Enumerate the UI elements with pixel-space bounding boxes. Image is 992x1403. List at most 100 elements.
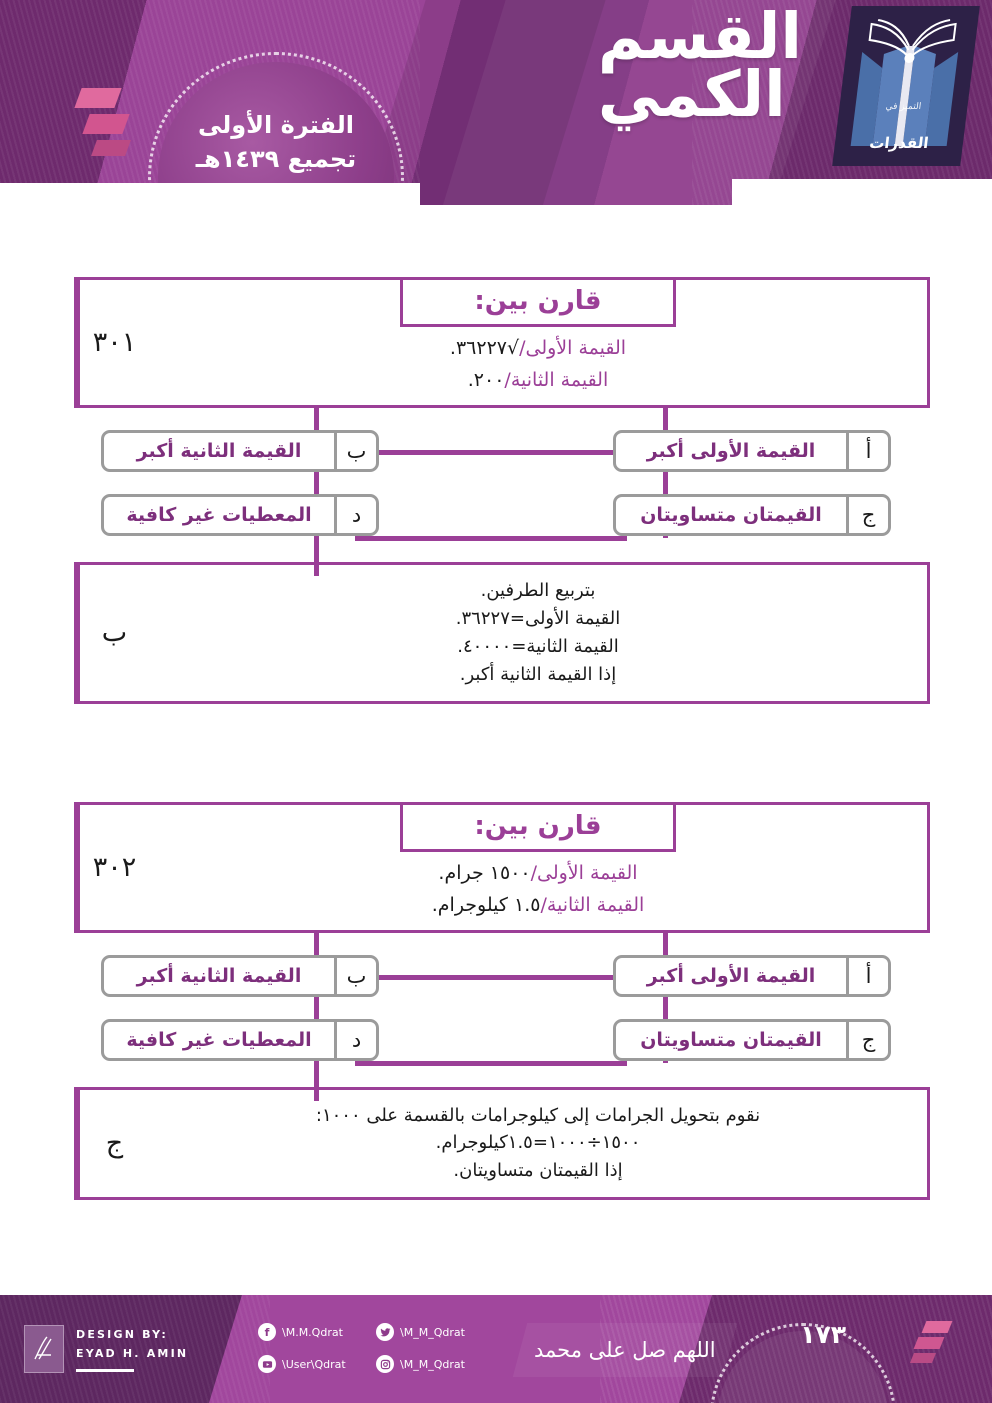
connector-vertical-left-302: [314, 932, 319, 963]
value-first-line-302: القيمة الأولى/١٥٠٠ جرام.: [149, 862, 927, 884]
compare-label-302: قارن بين:: [400, 801, 676, 852]
value-first-label-301: القيمة الأولى/: [519, 337, 627, 359]
question-block-301: قارن بين: القيمة الأولى/√٣٦٢٢٧. القيمة ا…: [62, 277, 930, 704]
page-title: القسم الكمي: [597, 0, 803, 131]
connector-vertical-bottom-301: [314, 536, 319, 576]
footer-chevron-1: [921, 1321, 953, 1333]
question-block-302: قارن بين: القيمة الأولى/١٥٠٠ جرام. القيم…: [62, 801, 930, 1201]
option-a-302[interactable]: أ القيمة الأولى أكبر: [613, 954, 891, 997]
question-prompt-302: قارن بين: القيمة الأولى/١٥٠٠ جرام. القيم…: [74, 801, 930, 933]
answer-line-2-301: القيمة الأولى=٣٦٢٢٧.: [455, 607, 621, 629]
connector-horizontal-row1-301: [355, 450, 627, 455]
header-chevron-1: [74, 88, 122, 108]
option-a-text-301: القيمة الأولى أكبر: [646, 440, 816, 462]
option-row-2-301: ج القيمتان متساويتان د المعطيات غير كافي…: [101, 494, 891, 536]
value-first-line-301: القيمة الأولى/√٣٦٢٢٧.: [149, 337, 927, 359]
main-content: قارن بين: القيمة الأولى/√٣٦٢٢٧. القيمة ا…: [0, 277, 992, 1201]
twitter-bird-glyph: [379, 1327, 391, 1336]
value-second-label-302: القيمة الثانية/: [540, 893, 645, 916]
designer-name: EYAD H. AMIN: [76, 1346, 189, 1360]
option-b-letter-301: ب: [334, 433, 376, 469]
option-a-301[interactable]: أ القيمة الأولى أكبر: [613, 430, 891, 472]
connector-vertical-bottom-302: [314, 1060, 319, 1101]
page-title-line1: القسم: [597, 0, 803, 73]
option-d-letter-301: د: [334, 497, 376, 533]
value-second-301: ٢٠٠: [473, 369, 505, 391]
value-first-suffix-302: .: [438, 861, 445, 884]
twitter-icon: [376, 1323, 394, 1341]
youtube-play-glyph: [262, 1360, 272, 1368]
design-by-label: DESIGN BY:: [76, 1327, 168, 1341]
value-first-302: ١٥٠٠ جرام: [444, 861, 531, 884]
option-b-text-301: القيمة الثانية أكبر: [136, 440, 302, 462]
value-second-line-302: القيمة الثانية/١.٥ كيلوجرام.: [149, 894, 927, 916]
header-subtitle-line1: الفترة الأولى: [197, 111, 355, 139]
instagram-camera-glyph: [380, 1359, 390, 1369]
social-twitter[interactable]: \M_M_Qdrat: [376, 1323, 494, 1341]
youtube-icon: [258, 1355, 276, 1373]
answer-letter-301: ب: [77, 565, 149, 701]
option-c-302[interactable]: ج القيمتان متساويتان: [613, 1018, 891, 1061]
value-second-suffix-301: .: [467, 369, 474, 391]
social-youtube[interactable]: \User\Qdrat: [258, 1355, 376, 1373]
social-links: f \M.M.Qdrat \M_M_Qdrat \User\Qdrat: [258, 1323, 494, 1373]
value-first-label-302: القيمة الأولى/: [530, 861, 638, 884]
social-twitter-handle: \M_M_Qdrat: [400, 1325, 465, 1339]
social-facebook[interactable]: f \M.M.Qdrat: [258, 1323, 376, 1341]
brand-logo: التميز في القدرات: [832, 6, 980, 166]
instagram-icon: [376, 1355, 394, 1373]
compare-label-301: قارن بين:: [400, 277, 676, 327]
designer-rule: [76, 1369, 134, 1373]
facebook-icon: f: [258, 1323, 276, 1341]
answer-box-302: نقوم بتحويل الجرامات إلى كيلوجرامات بالق…: [74, 1086, 930, 1201]
connector-horizontal-row2-301: [355, 536, 627, 541]
option-b-letter-302: ب: [334, 957, 376, 994]
header-notch-right: [732, 179, 992, 205]
option-c-301[interactable]: ج القيمتان متساويتان: [613, 494, 891, 536]
header-chevron-3: [91, 140, 131, 156]
option-a-text-302: القيمة الأولى أكبر: [646, 964, 816, 987]
value-second-line-301: القيمة الثانية/٢٠٠.: [149, 369, 927, 391]
option-d-text-301: المعطيات غير كافية: [126, 504, 312, 526]
option-a-letter-301: أ: [846, 433, 888, 469]
question-prompt-body-302: قارن بين: القيمة الأولى/١٥٠٠ جرام. القيم…: [149, 801, 927, 930]
option-c-text-302: القيمتان متساويتان: [640, 1028, 822, 1051]
answer-line-1-301: بتربيع الطرفين.: [480, 580, 596, 601]
social-youtube-handle: \User\Qdrat: [282, 1357, 346, 1371]
footer-chevron-3: [909, 1353, 937, 1363]
option-d-letter-302: د: [334, 1021, 376, 1058]
designer-monogram-icon: [34, 1336, 52, 1360]
option-row-2-302: ج القيمتان متساويتان د المعطيات غير كافي…: [101, 1018, 891, 1061]
option-d-302[interactable]: د المعطيات غير كافية: [101, 1018, 379, 1061]
header-subtitle: الفترة الأولى تجميع ١٤٣٩هـ: [150, 108, 402, 176]
header-chevron-2: [82, 114, 130, 134]
question-prompt-301: قارن بين: القيمة الأولى/√٣٦٢٢٧. القيمة ا…: [74, 277, 930, 408]
option-a-letter-302: أ: [846, 957, 888, 994]
question-prompt-body-301: قارن بين: القيمة الأولى/√٣٦٢٢٧. القيمة ا…: [149, 277, 927, 405]
designer-credit: DESIGN BY: EYAD H. AMIN: [24, 1325, 188, 1373]
page-footer: ١٧٣ اللهم صل على محمد f \M.M.Qdrat \M_M_…: [0, 1295, 992, 1403]
connector-horizontal-row1-302: [355, 974, 627, 980]
connector-vertical-right-301: [663, 408, 668, 438]
calligraphy-panel: اللهم صل على محمد: [512, 1323, 738, 1377]
page-number: ١٧٣: [800, 1320, 846, 1349]
answer-line-1-302: نقوم بتحويل الجرامات إلى كيلوجرامات بالق…: [315, 1104, 761, 1126]
option-b-302[interactable]: ب القيمة الثانية أكبر: [101, 954, 379, 997]
logo-caption-small: التميز في: [885, 102, 922, 112]
option-b-301[interactable]: ب القيمة الثانية أكبر: [101, 430, 379, 472]
connector-vertical-right-302: [663, 932, 668, 963]
value-second-label-301: القيمة الثانية/: [504, 369, 609, 391]
option-d-301[interactable]: د المعطيات غير كافية: [101, 494, 379, 536]
question-number-301: ٣٠١: [77, 280, 149, 405]
answer-letter-302: ج: [77, 1089, 149, 1198]
header-notch-left: [0, 183, 420, 205]
connector-vertical-left-301: [314, 408, 319, 438]
option-c-letter-301: ج: [846, 497, 888, 533]
answer-line-4-301: إذا القيمة الثانية أكبر.: [459, 663, 617, 685]
social-facebook-handle: \M.M.Qdrat: [282, 1325, 343, 1339]
question-number-302: ٣٠٢: [77, 804, 149, 930]
social-instagram[interactable]: \M_M_Qdrat: [376, 1355, 494, 1373]
footer-chevron-2: [913, 1337, 945, 1349]
value-first-301: √٣٦٢٢٧: [455, 337, 520, 359]
page-title-line2: الكمي: [597, 57, 787, 131]
